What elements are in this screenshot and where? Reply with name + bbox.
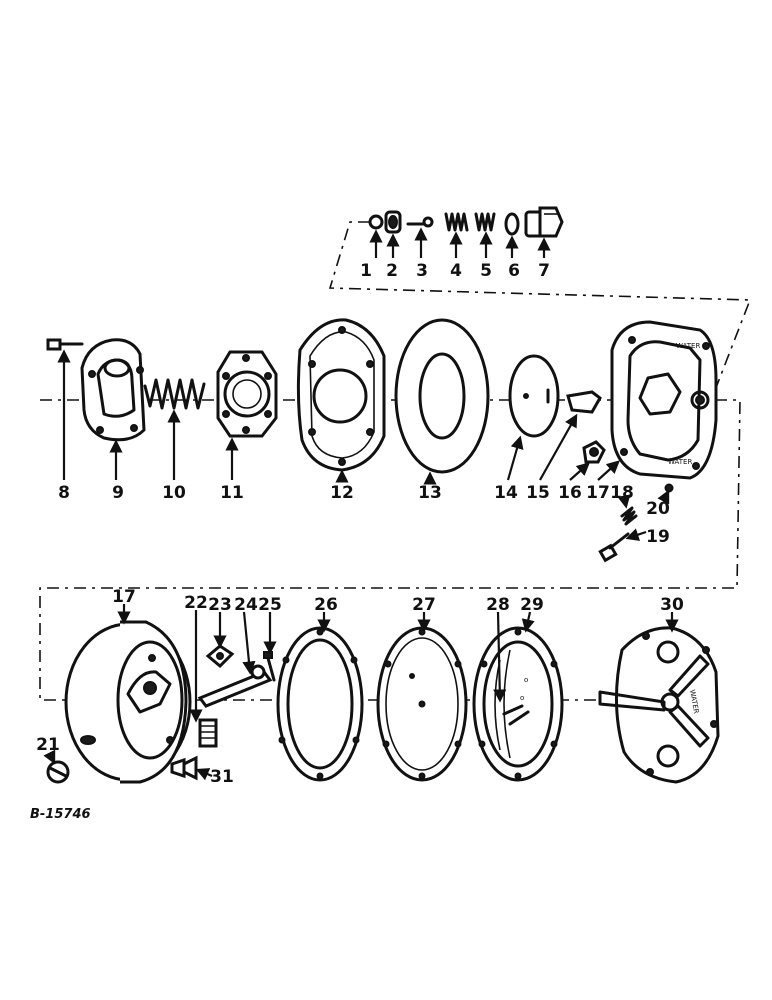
callout-15: 15 [526,483,550,503]
leader-lines [43,227,679,781]
callout-12: 12 [330,483,354,503]
part-15-key [566,390,602,414]
part-23-bracket [205,644,235,669]
part-31-wing-screw [170,755,198,781]
cast-text-upper-bottom: WATER [668,458,692,466]
part-17-pump-housing-upper: WATER WATER [610,320,718,480]
callout-18: 18 [610,483,634,503]
callout-21: 21 [36,735,60,755]
callout-1: 1 [360,261,372,281]
part-4-spring [444,212,469,232]
part-6-washer [504,212,520,236]
callout-28: 28 [486,595,510,615]
callout-14: 14 [494,483,518,503]
callout-19: 19 [646,527,670,547]
part-9-cover [80,338,146,442]
part-22-bushing [198,718,218,748]
part-3-valve-pin [406,216,434,228]
part-27-plate [376,626,468,782]
callout-29: 29 [520,595,544,615]
callout-27: 27 [412,595,436,615]
drawing-number: B-15746 [30,807,91,822]
callout-16: 16 [558,483,582,503]
part-2-seat [384,210,402,234]
callout-17-upper: 17 [586,483,610,503]
callout-2: 2 [386,261,398,281]
callout-22: 22 [184,593,208,613]
callout-5: 5 [480,261,492,281]
callout-9: 9 [112,483,124,503]
part-16-fitting [582,440,606,464]
callout-11: 11 [220,483,244,503]
part-1-washer [368,214,384,230]
part-7-cap-nut [524,206,564,238]
callout-8: 8 [58,483,70,503]
callout-23: 23 [208,595,232,615]
callout-7: 7 [538,261,550,281]
part-20-ball [664,483,674,493]
part-19-bolt [598,532,630,563]
callout-26: 26 [314,595,338,615]
part-12-gasket-plate [296,318,386,472]
svg-text:o: o [524,676,528,684]
callout-20: 20 [646,499,670,519]
part-18-spring [620,506,638,526]
part-26-gasket [276,626,364,782]
part-28-29-diaphragm-plate: o o [472,626,564,782]
part-30-rear-cover: WATER [598,626,720,784]
part-5-spring [474,212,496,232]
part-10-spring [143,378,206,410]
part-13-friction-disc [394,318,490,474]
callout-17-lower: 17 [112,587,136,607]
part-11-diaphragm [216,350,278,438]
svg-text:o: o [520,694,524,702]
callout-30: 30 [660,595,684,615]
cast-text-upper: WATER [676,342,700,350]
part-17-pump-housing-lower [64,620,192,784]
part-21-plug [46,760,70,784]
callout-6: 6 [508,261,520,281]
callout-13: 13 [418,483,442,503]
callout-31: 31 [210,767,234,787]
part-8-screw [46,338,84,351]
callout-labels: 1 2 3 4 5 6 7 8 9 10 11 12 13 14 15 16 1… [36,261,684,787]
callout-3: 3 [416,261,428,281]
callout-10: 10 [162,483,186,503]
callout-4: 4 [450,261,462,281]
callout-24: 24 [234,595,258,615]
callout-25: 25 [258,595,282,615]
part-14-plate [508,354,560,438]
